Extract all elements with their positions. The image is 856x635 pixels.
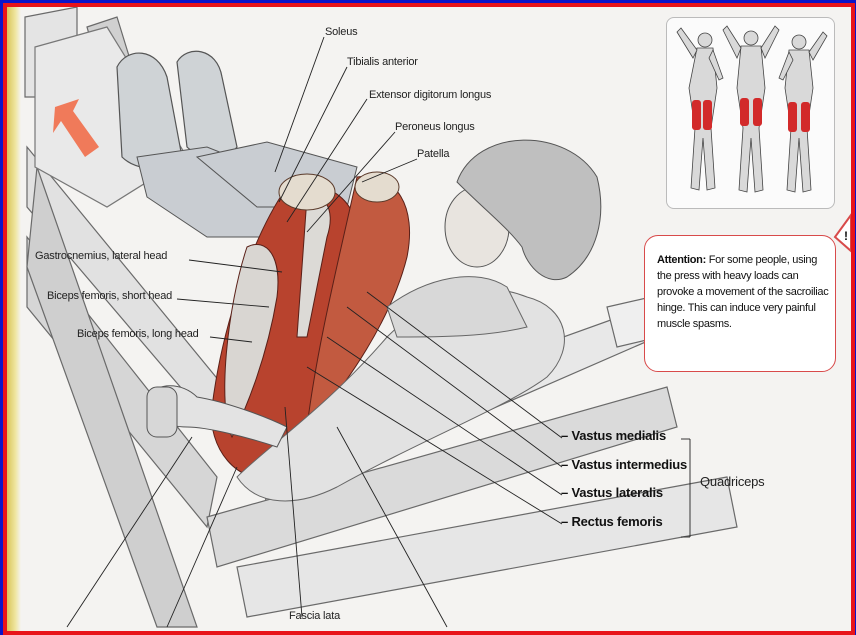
warning-icon: !	[833, 213, 853, 253]
label-vastus-medialis: – Vastus medialis	[561, 428, 666, 443]
label-rectus-femoris: – Rectus femoris	[561, 514, 663, 529]
label-biceps-femoris-short-head: Biceps femoris, short head	[47, 290, 172, 302]
head	[445, 140, 601, 280]
red-border: Soleus Tibialis anterior Extensor digito…	[3, 3, 855, 635]
label-tibialis-anterior: Tibialis anterior	[347, 56, 418, 68]
label-gastrocnemius-lateral-head: Gastrocnemius, lateral head	[35, 250, 167, 262]
label-biceps-femoris-long-head: Biceps femoris, long head	[77, 328, 199, 340]
muscle-map-inset	[666, 17, 835, 209]
label-soleus: Soleus	[325, 26, 357, 38]
attention-callout: Attention: For some people, using the pr…	[644, 235, 836, 372]
callout-heading: Attention:	[657, 254, 706, 266]
label-quadriceps-group: Quadriceps	[700, 474, 764, 489]
shoes	[117, 51, 237, 168]
label-peroneus-longus: Peroneus longus	[395, 121, 475, 133]
label-fascia-lata: Fascia lata	[289, 610, 340, 622]
label-patella: Patella	[417, 148, 449, 160]
muscle-figures	[667, 18, 834, 208]
svg-text:!: !	[844, 229, 848, 243]
label-vastus-intermedius: – Vastus intermedius	[561, 457, 687, 472]
label-extensor-digitorum-longus: Extensor digitorum longus	[369, 89, 491, 101]
label-vastus-lateralis: – Vastus lateralis	[561, 485, 663, 500]
callout-text: Attention: For some people, using the pr…	[657, 252, 833, 332]
